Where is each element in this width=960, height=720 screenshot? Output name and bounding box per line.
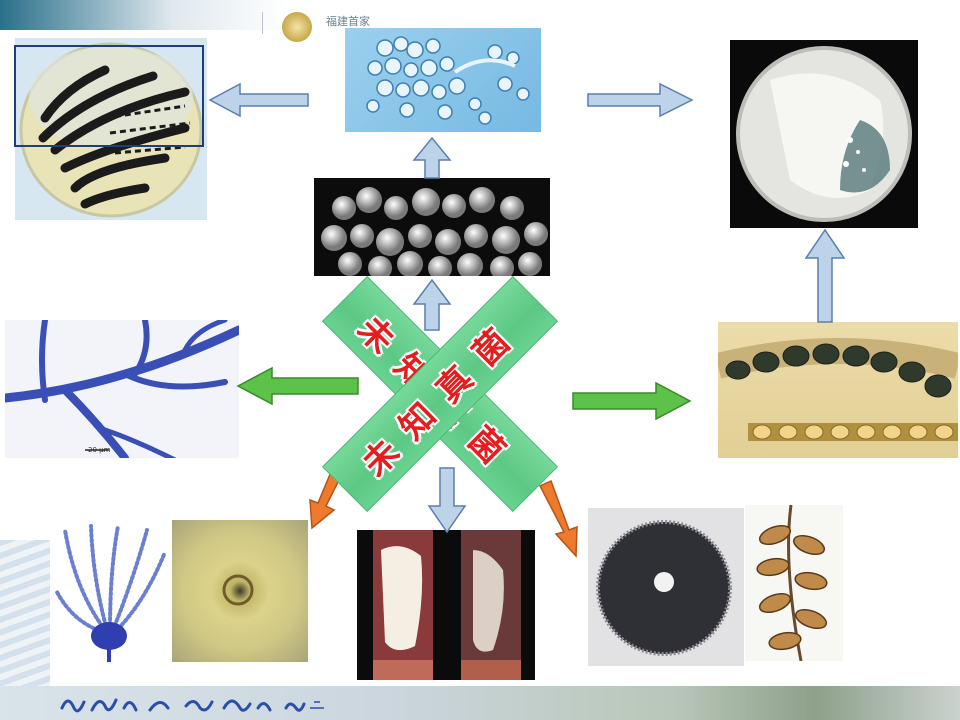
petri-dish-white-colony-image <box>730 40 918 228</box>
arrow-down-center <box>427 467 467 534</box>
arrow-up-lower-center <box>412 278 452 331</box>
spore-chain-micrograph-image <box>718 322 958 458</box>
yellow-colony-image <box>172 520 308 662</box>
header-partial-text: 福建首家 <box>326 15 370 28</box>
background-bottom-strip <box>0 686 960 720</box>
background-left-texture <box>0 540 50 690</box>
arrow-up-upper-center <box>412 136 452 179</box>
hyphae-micrograph-image <box>5 320 239 458</box>
background-top-strip <box>0 0 960 30</box>
highlight-frame <box>14 45 204 147</box>
conidiophore-micrograph-image <box>55 520 169 662</box>
scale-bar-label: 20 μm <box>88 446 111 454</box>
slogan-logo <box>60 698 324 713</box>
dark-colony-image <box>588 508 744 666</box>
arrow-right-top <box>587 82 694 118</box>
sem-spores-image <box>314 178 550 276</box>
brown-spores-micrograph-image <box>745 505 843 661</box>
petri-dish-dark-colony-image <box>15 38 207 220</box>
header-divider <box>262 12 263 34</box>
spore-micrograph-image <box>345 28 541 132</box>
arrow-left-green <box>236 366 359 406</box>
arrow-right-green <box>572 381 692 421</box>
arrow-up-right <box>804 228 846 323</box>
test-tube-cultures-image <box>357 530 535 680</box>
arrow-left-top <box>208 82 309 118</box>
arrow-down-right-orange <box>538 479 578 558</box>
header-logo-icon <box>282 12 312 42</box>
